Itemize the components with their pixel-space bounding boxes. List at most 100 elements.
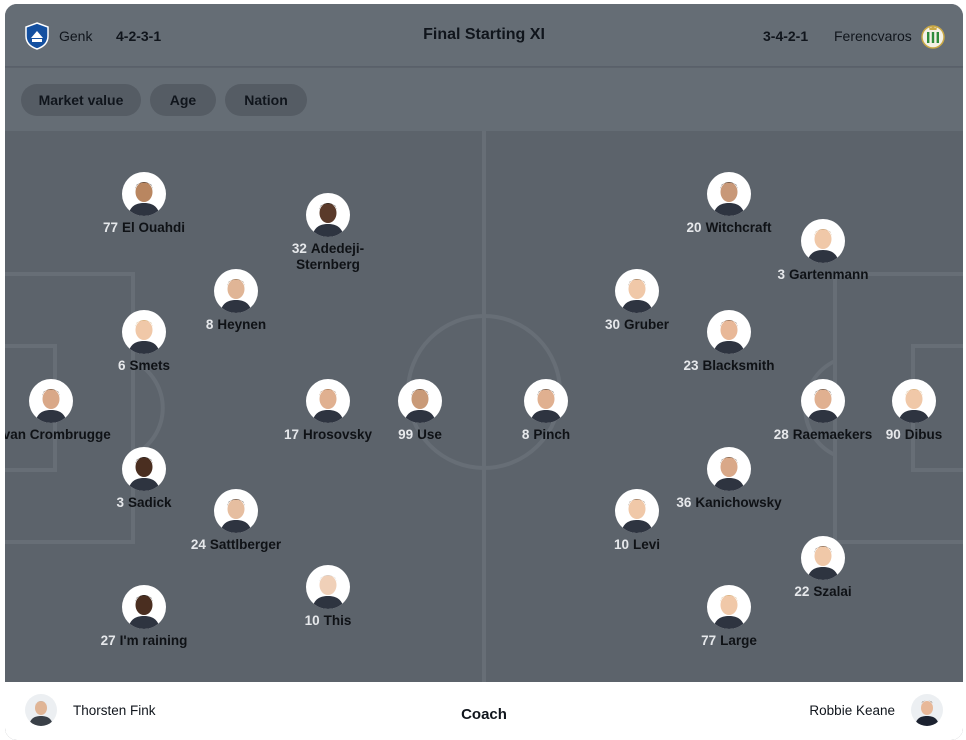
player-name[interactable]: Use — [417, 427, 442, 442]
player-avatar[interactable] — [801, 379, 845, 423]
player-avatar[interactable] — [122, 447, 166, 491]
away-coach-photo — [915, 700, 939, 726]
player-avatar[interactable] — [122, 585, 166, 629]
player-avatar[interactable] — [29, 379, 73, 423]
player-name[interactable]: El Ouahdi — [122, 220, 186, 235]
player-avatar[interactable] — [801, 536, 845, 580]
player-name[interactable]: Szalai — [813, 584, 852, 599]
player-name[interactable]: Witchcraft — [705, 220, 772, 235]
filter-age[interactable]: Age — [150, 84, 216, 116]
player-avatar[interactable] — [707, 172, 751, 216]
player-avatar[interactable] — [615, 269, 659, 313]
player-home[interactable]: 1van Crombrugge — [5, 379, 116, 443]
player-name[interactable]: Levi — [633, 537, 661, 552]
player-avatar[interactable] — [214, 269, 258, 313]
player-number: 24 — [190, 537, 206, 552]
player-photo — [898, 389, 930, 423]
home-coach-avatar[interactable] — [25, 694, 57, 726]
player-name[interactable]: Blacksmith — [702, 358, 775, 373]
player-avatar[interactable] — [801, 219, 845, 263]
player-photo — [312, 389, 344, 423]
player-name[interactable]: Gruber — [624, 317, 670, 332]
player-photo — [713, 182, 745, 216]
coach-label: Coach — [461, 706, 507, 723]
player-avatar[interactable] — [707, 447, 751, 491]
player-name[interactable]: Raemaekers — [792, 427, 873, 442]
player-photo — [128, 595, 160, 629]
home-team-name[interactable]: Genk — [59, 28, 93, 44]
player-avatar[interactable] — [707, 310, 751, 354]
player-number: 8 — [205, 317, 214, 332]
player-name[interactable]: Dibus — [904, 427, 943, 442]
player-name[interactable]: Kanichowsky — [695, 495, 782, 510]
player-avatar[interactable] — [306, 193, 350, 237]
home-coach-name[interactable]: Thorsten Fink — [73, 703, 156, 718]
player-avatar[interactable] — [122, 172, 166, 216]
player-name[interactable]: Pinch — [533, 427, 571, 442]
player-name[interactable]: Sattlberger — [209, 537, 282, 552]
coach-bar: Thorsten Fink Coach Robbie Keane — [5, 682, 963, 740]
away-team-name[interactable]: Ferencvaros — [834, 28, 912, 44]
player-photo — [621, 279, 653, 313]
player-name[interactable]: Hrosovsky — [302, 427, 373, 442]
player-avatar[interactable] — [892, 379, 936, 423]
player-name[interactable]: Sadick — [127, 495, 172, 510]
player-photo — [530, 389, 562, 423]
filter-bar: Market value Age Nation — [5, 68, 963, 131]
player-name[interactable]: Gartenmann — [788, 267, 869, 282]
player-photo — [312, 575, 344, 609]
away-coach-name[interactable]: Robbie Keane — [809, 703, 895, 718]
away-coach-avatar[interactable] — [911, 694, 943, 726]
player-name[interactable]: Heynen — [217, 317, 267, 332]
player-name[interactable]: van Crombrugge — [5, 427, 111, 442]
player-number: 77 — [701, 633, 717, 648]
player-photo — [621, 499, 653, 533]
filter-market-value[interactable]: Market value — [21, 84, 141, 116]
genk-crest-icon[interactable] — [24, 22, 50, 50]
ferencvaros-crest-icon[interactable] — [920, 22, 946, 50]
player-name[interactable]: This — [323, 613, 352, 628]
player-name[interactable]: Large — [720, 633, 757, 648]
player-avatar[interactable] — [306, 379, 350, 423]
player-avatar[interactable] — [306, 565, 350, 609]
player-avatar[interactable] — [707, 585, 751, 629]
player-avatar[interactable] — [398, 379, 442, 423]
player-photo — [35, 389, 67, 423]
player-name[interactable]: I'm raining — [119, 633, 188, 648]
player-avatar[interactable] — [214, 489, 258, 533]
player-number: 20 — [686, 220, 702, 235]
player-avatar[interactable] — [615, 489, 659, 533]
player-name[interactable]: Adedeji-Sternberg — [296, 241, 365, 272]
player-avatar[interactable] — [122, 310, 166, 354]
filter-nation[interactable]: Nation — [225, 84, 307, 116]
player-avatar[interactable] — [524, 379, 568, 423]
player-name[interactable]: Smets — [129, 358, 171, 373]
